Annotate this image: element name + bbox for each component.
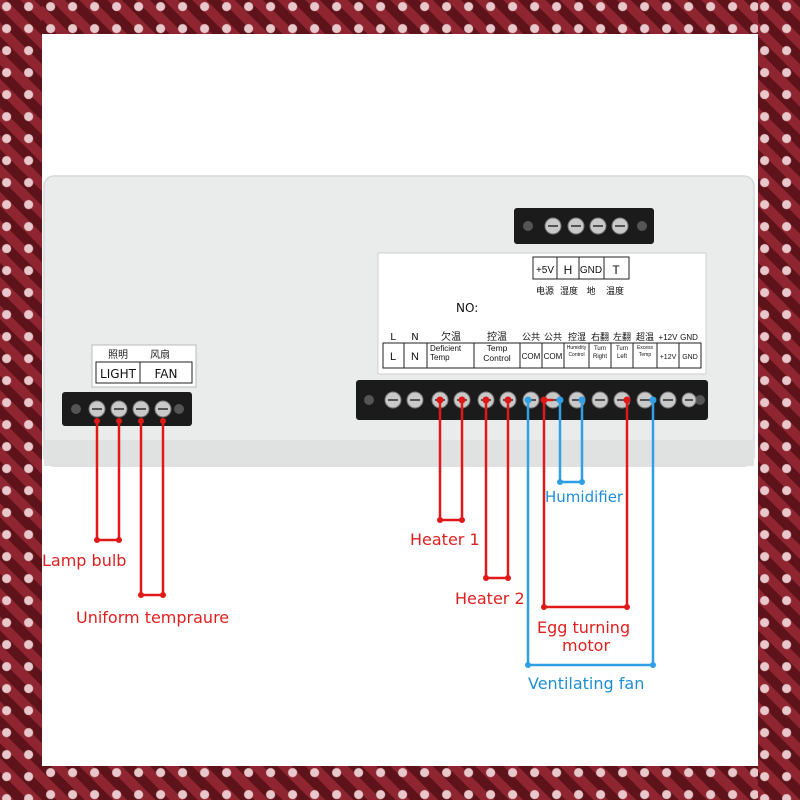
label-cn-light: 照明: [108, 349, 128, 361]
label-heater-1: Heater 1: [410, 530, 480, 549]
label-heater-2: Heater 2: [455, 589, 525, 608]
en-n: N: [411, 351, 419, 363]
cn-com-1: 公共: [522, 332, 540, 343]
frame-right: [758, 0, 800, 800]
cn-temp-control: 控温: [487, 330, 507, 343]
sensor-label-cn-4: 温度: [606, 285, 624, 297]
label-egg-turning-motor-1: Egg turning: [537, 618, 630, 637]
sensor-screw-4: [611, 217, 629, 235]
label-no: NO:: [456, 301, 478, 315]
cn-humidity: 控湿: [568, 331, 586, 343]
sensor-label-cn-3: 地: [586, 285, 595, 297]
sensor-label-gnd: GND: [580, 265, 602, 276]
en-l: L: [390, 351, 396, 363]
left-screw-2: [110, 400, 128, 418]
frame-top: [0, 0, 800, 34]
label-uniform-temperature: Uniform tempraure: [76, 608, 229, 627]
left-screw-1: [88, 400, 106, 418]
cn-excess: 超温: [636, 331, 654, 343]
label-ventilating-fan: Ventilating fan: [528, 674, 644, 693]
sensor-label-cn-1: 电源: [536, 285, 554, 297]
sensor-label-t: T: [612, 263, 620, 277]
en-temp-control: Temp Control: [483, 344, 511, 363]
sensor-terminal-block: [514, 208, 654, 244]
left-terminal-block: [62, 392, 192, 426]
sensor-screw-2: [567, 217, 585, 235]
egg-turning-motor-wires: [540, 396, 631, 610]
cn-com-2: 公共: [544, 332, 562, 343]
heater-1-wires: [436, 396, 466, 523]
en-deficient-temp-cell: Deficient Temp: [430, 344, 462, 362]
en-com-1: COM: [522, 352, 541, 361]
main-screw-14: [681, 392, 697, 408]
frame-left: [0, 0, 42, 800]
sensor-screw-3: [589, 217, 607, 235]
frame-bottom: [0, 766, 800, 800]
cn-l: L: [390, 332, 396, 343]
left-screw-4: [154, 400, 172, 418]
cn-gnd: GND: [680, 333, 698, 342]
en-turn-left-cell: Turn Left: [615, 346, 629, 360]
en-turn-right: Turn Right: [592, 346, 607, 360]
en-turn-left: Turn Left: [615, 346, 629, 360]
cn-n: N: [411, 332, 418, 343]
en-humidity-control-cell: Humidity Control: [566, 345, 587, 358]
en-humidity-control: Humidity Control: [566, 345, 587, 358]
label-lamp-bulb: Lamp bulb: [42, 551, 126, 570]
main-screw-13: [659, 391, 677, 409]
en-temp-control-cell: Temp Control: [483, 344, 511, 363]
uniform-temp-wires: [138, 418, 166, 598]
sensor-screw-1: [544, 217, 562, 235]
en-deficient-temp: Deficient Temp: [430, 344, 462, 362]
sensor-label-cn-2: 湿度: [560, 285, 578, 297]
left-terminal-label: 照明 风扇 LIGHT FAN: [91, 344, 197, 388]
label-humidifier: Humidifier: [545, 488, 624, 506]
en-12v: +12V: [660, 354, 677, 361]
heater-2-wires: [482, 396, 512, 581]
label-egg-turning-motor-2: motor: [562, 636, 610, 655]
label-light: LIGHT: [100, 367, 137, 381]
cn-turn-left: 左翻: [613, 331, 631, 343]
sensor-label-5v: +5V: [536, 265, 554, 276]
en-excess-temp: Excess Temp: [636, 345, 654, 358]
en-excess-temp-cell: Excess Temp: [636, 345, 654, 358]
panel-shadow-edge: [44, 440, 754, 466]
main-screw-1: [384, 391, 402, 409]
main-label-en-row: L N Deficient Temp Temp Control COM COM …: [382, 342, 702, 369]
humidifier-wires: [556, 396, 586, 485]
en-com-2: COM: [544, 352, 563, 361]
sensor-label-h: H: [564, 263, 573, 277]
main-screw-2: [406, 391, 424, 409]
sensor-labels: +5V H GND T 电源 湿度 地 温度: [532, 256, 630, 297]
label-cn-fan: 风扇: [150, 348, 170, 361]
ventilating-fan-wires: [524, 396, 657, 668]
cn-deficient: 欠温: [441, 330, 461, 343]
cn-12v: +12V: [659, 333, 679, 342]
label-fan: FAN: [155, 367, 178, 381]
en-turn-right-cell: Turn Right: [592, 346, 607, 360]
en-gnd: GND: [682, 354, 698, 361]
main-label-cn-row: L N 欠温 控温 公共 公共 控湿 右翻 左翻 超温 +12V GND: [390, 330, 698, 343]
main-screw-10: [591, 391, 609, 409]
left-screw-3: [132, 400, 150, 418]
cn-turn-right: 右翻: [591, 331, 609, 343]
lamp-bulb-wires: [94, 418, 122, 543]
